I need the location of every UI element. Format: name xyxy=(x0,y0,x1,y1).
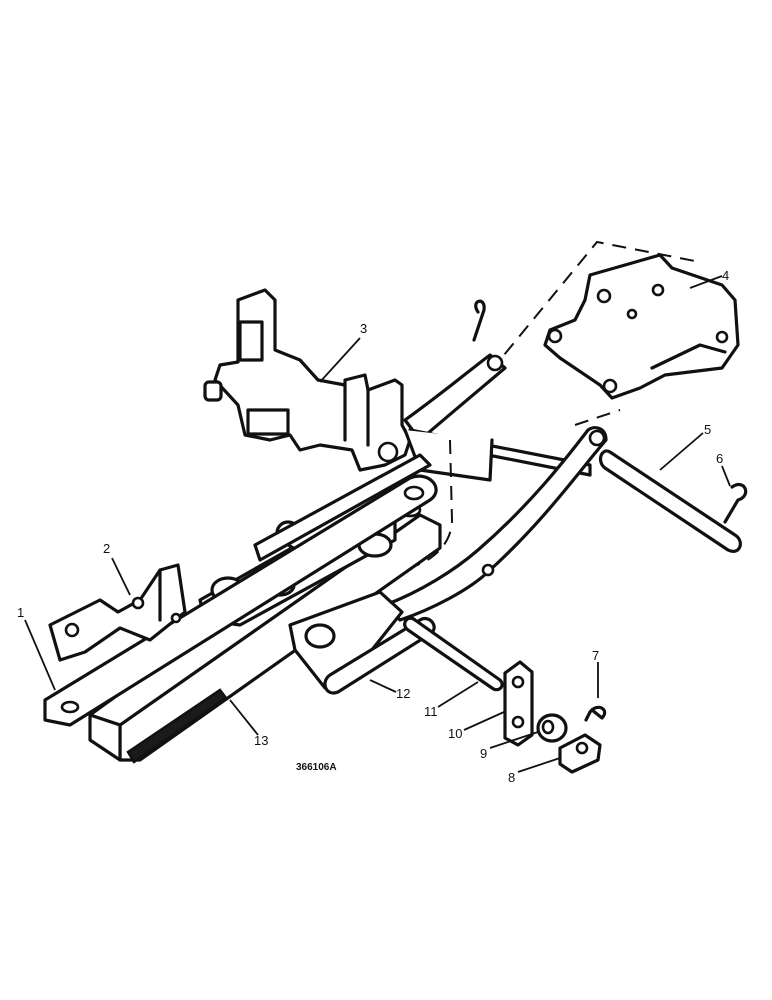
right-side-rail xyxy=(383,426,608,622)
callout-13: 13 xyxy=(254,733,268,748)
part-1-bar xyxy=(43,474,438,727)
callout-5: 5 xyxy=(704,422,711,437)
callout-6: 6 xyxy=(716,451,723,466)
part-12-cross-tube xyxy=(288,590,436,695)
callout-12: 12 xyxy=(396,686,410,701)
part-11-pin xyxy=(403,616,504,692)
drawing-number: 366106A xyxy=(296,762,337,773)
callout-2: 2 xyxy=(103,541,110,556)
callout-7: 7 xyxy=(592,648,599,663)
callout-9: 9 xyxy=(480,746,487,761)
callout-11: 11 xyxy=(424,704,438,719)
callout-3: 3 xyxy=(360,321,367,336)
callout-1: 1 xyxy=(17,605,24,620)
callout-10: 10 xyxy=(448,726,462,741)
part-3-bracket xyxy=(203,288,412,472)
rear-frame-arm xyxy=(403,353,507,442)
part-9-roller xyxy=(536,713,568,743)
leader-lines xyxy=(24,275,731,773)
callout-8: 8 xyxy=(508,770,515,785)
hair-pin-clip-top xyxy=(472,299,486,342)
part-10-link-plate xyxy=(503,660,534,747)
part-8-clamp xyxy=(558,733,602,774)
part-5-rod xyxy=(598,449,742,553)
part-7-lynch-pin xyxy=(584,705,607,722)
part-2-plate xyxy=(48,563,187,662)
callout-4: 4 xyxy=(722,268,729,283)
part-4-mounting-plate xyxy=(489,240,740,426)
link-bars xyxy=(253,453,432,562)
callout-labels: 1 2 3 4 5 6 7 8 9 10 11 12 13 xyxy=(17,268,729,785)
part-6-hair-pin xyxy=(723,483,748,524)
